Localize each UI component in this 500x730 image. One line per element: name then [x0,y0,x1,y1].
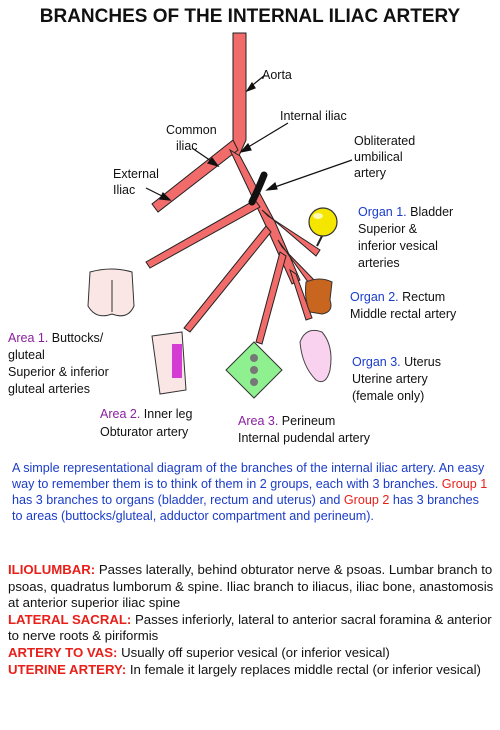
label-aorta: Aorta [262,68,292,82]
area2-heading: Area 2. Inner leg [100,407,192,421]
obliterated-umbilical-artery [248,171,268,206]
area3-heading: Area 3. Perineum [238,414,335,428]
organ1-line1: Superior & [358,222,418,236]
external-iliac-artery [151,139,239,213]
organ2-line1: Middle rectal artery [350,307,457,321]
area2-line1: Obturator artery [100,425,189,439]
label-obliterated-2: umbilical [354,150,403,164]
organ2-heading: Organ 2. Rectum [350,290,445,304]
note-uterine-artery: UTERINE ARTERY: In female it largely rep… [8,661,481,677]
area1-heading: Area 1. Buttocks/ [8,331,104,345]
branch-obturator [183,225,272,333]
label-common-iliac-2: iliac [176,139,198,153]
diagram-caption: A simple representational diagram of the… [12,460,490,524]
area1-line3: gluteal arteries [8,382,90,396]
aorta [229,32,247,159]
branch-pudendal [255,251,287,345]
caption-text-3: has 3 branches to areas (buttocks/glutea… [12,493,479,523]
caption-text-2: has 3 branches to organs (bladder, rectu… [12,493,344,507]
internal-iliac-diagram: BRANCHES OF THE INTERNAL ILIAC ARTERY Ao… [8,6,461,445]
bladder-icon [308,207,338,247]
branch-uterus [289,268,313,321]
note-iliolumbar: ILIOLUMBAR: Passes laterally, behind obt… [8,562,494,611]
branch-notes: ILIOLUMBAR: Passes laterally, behind obt… [8,562,496,678]
artery-tree [145,32,321,345]
area1-line2: Superior & inferior [8,365,109,379]
label-obliterated-1: Obliterated [354,134,415,148]
label-common-iliac-1: Common [166,123,217,137]
caption-group1: Group 1 [441,477,488,491]
label-obliterated-3: artery [354,166,387,180]
rectum-icon [305,278,333,315]
note-lateral-sacral: LATERAL SACRAL: Passes inferiorly, later… [8,611,492,644]
uterus-icon [299,329,332,383]
label-external-iliac-2: Iliac [113,183,135,197]
organ3-line1: Uterine artery [352,372,428,386]
perineum-icon [225,341,283,399]
label-internal-iliac: Internal iliac [280,109,347,123]
organ1-line2: inferior vesical [358,239,438,253]
inner-leg-icon [151,331,187,395]
branch-gluteal [145,199,261,269]
note-artery-to-vas: ARTERY TO VAS: Usually off superior vesi… [8,644,390,660]
label-pointers [145,74,353,201]
organ1-heading: Organ 1. Bladder [358,205,453,219]
buttocks-icon [87,268,135,317]
organ3-heading: Organ 3. Uterus [352,355,441,369]
area1-line1: gluteal [8,348,45,362]
caption-group2: Group 2 [343,493,390,507]
organ3-line2: (female only) [352,389,424,403]
branch-bladder [261,209,321,257]
area3-line1: Internal pudendal artery [238,431,371,445]
diagram-title: BRANCHES OF THE INTERNAL ILIAC ARTERY [40,6,461,27]
label-external-iliac-1: External [113,167,159,181]
caption-text-1: A simple representational diagram of the… [12,461,485,491]
organ1-line3: arteries [358,256,400,270]
